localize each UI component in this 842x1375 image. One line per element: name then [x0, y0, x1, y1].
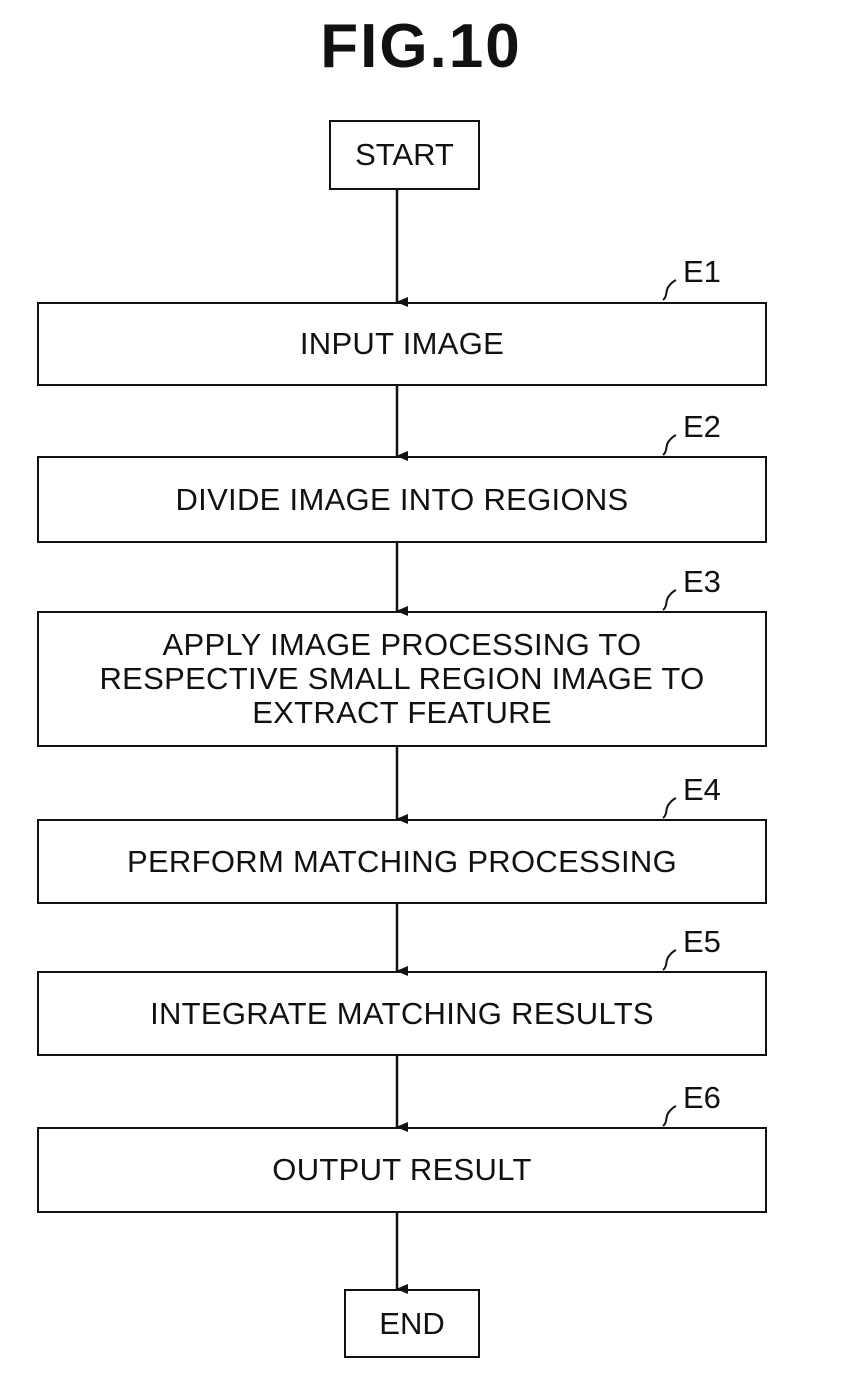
step-label-e2: DIVIDE IMAGE INTO REGIONS: [175, 481, 629, 517]
leader-e2: [662, 434, 677, 456]
step-label-e3: APPLY IMAGE PROCESSING TO RESPECTIVE SMA…: [99, 627, 705, 730]
start-terminal: START: [329, 120, 480, 190]
step-ref-e2: E2: [683, 409, 721, 444]
step-box-e6: OUTPUT RESULT: [37, 1127, 767, 1213]
step-label-e5: INTEGRATE MATCHING RESULTS: [150, 995, 654, 1031]
start-label: START: [355, 137, 454, 172]
step-ref-e6: E6: [683, 1080, 721, 1115]
step-box-e1: INPUT IMAGE: [37, 302, 767, 386]
step-box-e2: DIVIDE IMAGE INTO REGIONS: [37, 456, 767, 543]
leader-e3: [662, 589, 677, 611]
end-label: END: [379, 1305, 445, 1341]
step-label-e6: OUTPUT RESULT: [272, 1152, 532, 1187]
step-ref-e5: E5: [683, 924, 721, 959]
leader-e4: [662, 797, 677, 819]
step-label-e1: INPUT IMAGE: [299, 326, 505, 361]
figure-title: FIG.10: [320, 12, 522, 81]
leader-e6: [662, 1105, 677, 1127]
step-ref-e1: E1: [683, 254, 721, 289]
leader-e1: [662, 279, 677, 301]
step-ref-e3: E3: [683, 564, 721, 599]
step-box-e5: INTEGRATE MATCHING RESULTS: [37, 971, 767, 1056]
step-ref-e4: E4: [683, 772, 721, 807]
step-box-e4: PERFORM MATCHING PROCESSING: [37, 819, 767, 904]
leader-e5: [662, 949, 677, 971]
step-label-e4: PERFORM MATCHING PROCESSING: [126, 843, 678, 879]
end-terminal: END: [344, 1289, 480, 1358]
step-box-e3: APPLY IMAGE PROCESSING TO RESPECTIVE SMA…: [37, 611, 767, 747]
